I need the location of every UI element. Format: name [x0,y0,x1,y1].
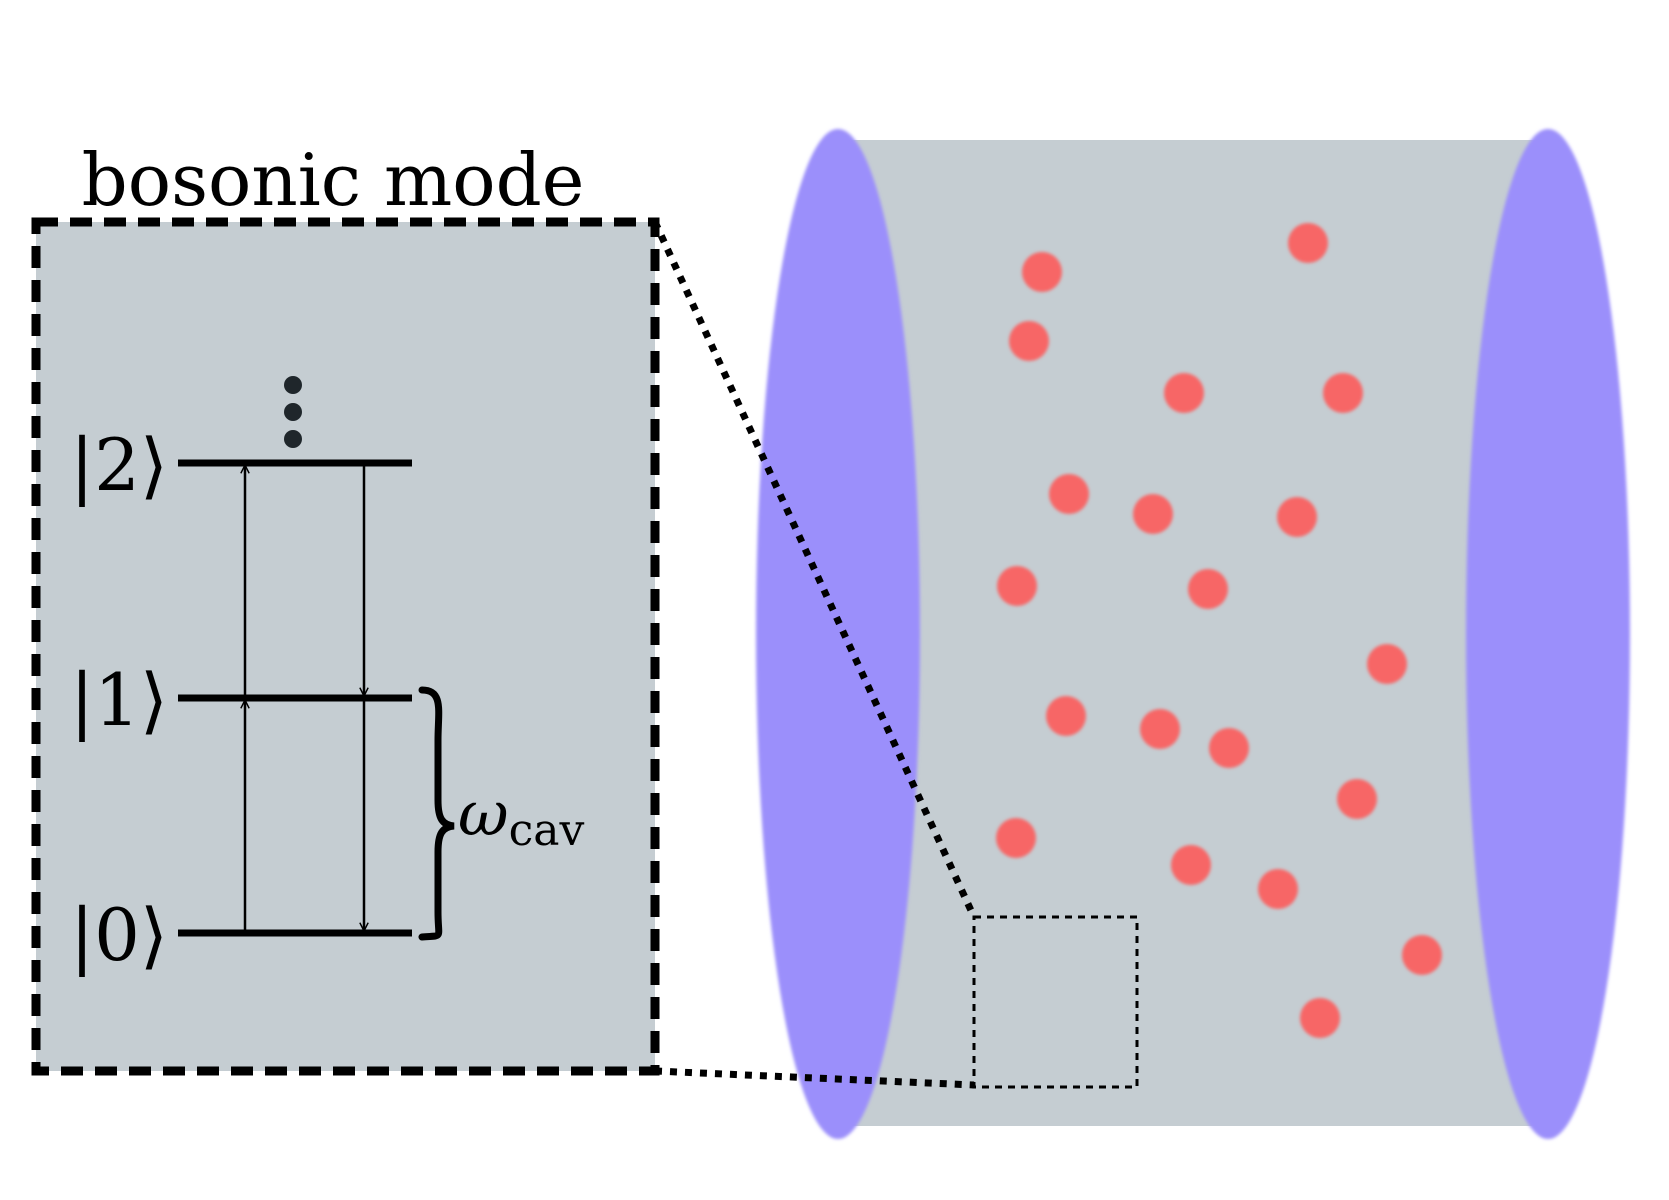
molecule [1164,373,1204,413]
inset-title: bosonic mode [82,138,585,222]
omega-subscript: cav [509,805,585,856]
cavity-body [838,140,1548,1126]
ellipsis-dot [284,376,302,394]
omega-symbol: ω [458,777,509,850]
molecule [1337,779,1377,819]
molecule [1288,223,1328,263]
molecule [1323,373,1363,413]
left-mirror [756,129,920,1139]
ellipsis-dot [284,430,302,448]
molecule [1133,494,1173,534]
molecule-group [996,223,1442,1038]
bosonic-mode-inset: bosonic mode |2⟩ |1⟩ |0⟩ ωcav [31,138,660,1076]
optical-cavity [756,129,1630,1139]
molecule [1277,497,1317,537]
zoom-region [972,915,1139,1089]
molecule [1300,998,1340,1038]
molecule [1188,569,1228,609]
omega-cav-label: ωcav [458,777,584,856]
molecule [1009,321,1049,361]
ellipsis-dots [284,376,302,448]
state-label-2: |2⟩ [70,423,168,507]
ellipsis-dot [284,403,302,421]
molecule [997,566,1037,606]
curly-brace [418,686,455,941]
molecule [1402,935,1442,975]
state-label-1: |1⟩ [70,658,168,742]
molecule [1171,845,1211,885]
right-mirror [1466,129,1630,1139]
molecule [1049,474,1089,514]
state-label-0: |0⟩ [70,893,168,977]
molecule [1046,696,1086,736]
molecule [1209,728,1249,768]
molecule [1022,252,1062,292]
molecule [1367,644,1407,684]
molecule [1258,869,1298,909]
molecule [996,818,1036,858]
molecule [1140,709,1180,749]
